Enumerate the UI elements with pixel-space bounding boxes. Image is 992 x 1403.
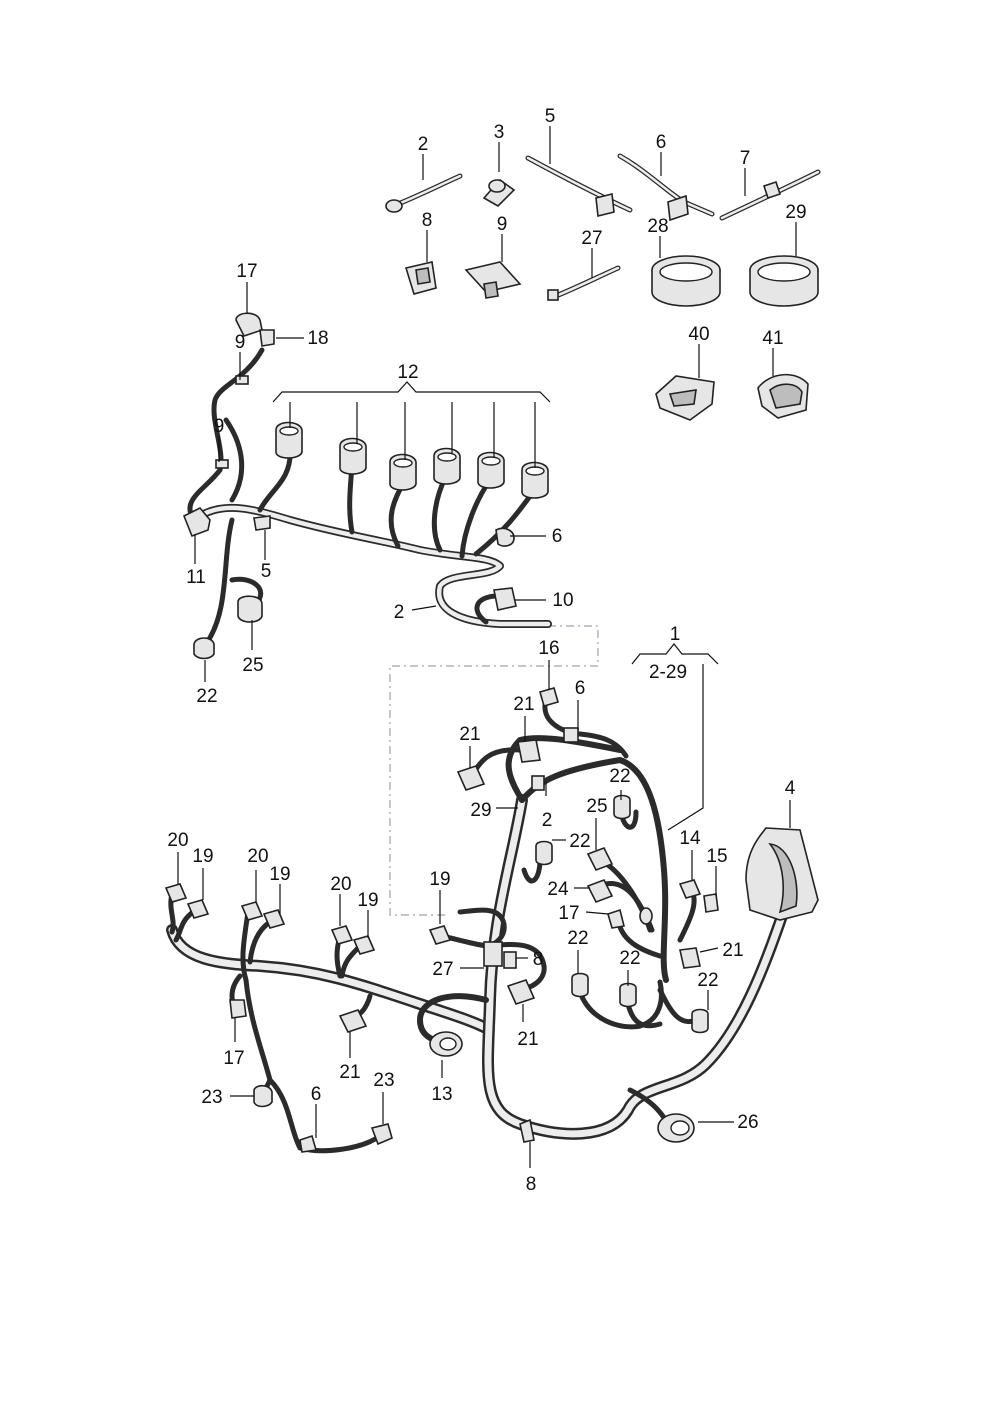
callout-2-lower: 2 (542, 810, 553, 831)
callout-7: 7 (740, 148, 751, 169)
callout-27-lower: 27 (432, 959, 453, 980)
part-7-cable-tie (719, 169, 821, 221)
lower-harness (166, 697, 792, 1154)
callout-15: 15 (706, 846, 727, 867)
callout-8-top: 8 (422, 210, 433, 231)
callout-19-a: 19 (192, 846, 213, 867)
callout-22-b: 22 (569, 831, 590, 852)
part-2-cable-tie (385, 173, 463, 213)
callout-8-lower: 8 (526, 1174, 537, 1195)
callout-6-top: 6 (656, 132, 667, 153)
part-29-tape-roll (749, 255, 819, 307)
part-3-clip (482, 178, 516, 207)
callout-13: 13 (431, 1084, 452, 1105)
bracket-1 (631, 643, 719, 665)
callout-5-upper: 5 (261, 561, 272, 582)
callout-21-b: 21 (459, 724, 480, 745)
callout-29-lower: 29 (470, 800, 491, 821)
callout-23-a: 23 (201, 1087, 222, 1108)
callout-24: 24 (547, 879, 569, 900)
callout-2-top: 2 (418, 134, 429, 155)
callout-16: 16 (538, 638, 559, 659)
callout-9-top: 9 (497, 214, 508, 235)
callout-25-lower: 25 (586, 796, 607, 817)
part-9-pad (464, 261, 522, 299)
callout-17-lower-right: 17 (558, 903, 579, 924)
part-27-cable-tie (547, 265, 621, 301)
upper-harness-connectors (182, 312, 549, 660)
callout-21-c: 21 (722, 940, 743, 961)
callout-28: 28 (647, 216, 668, 237)
lower-harness-connectors (164, 687, 819, 1153)
callout-labels: 2 3 5 6 7 8 9 27 28 29 40 41 17 18 9 9 1… (167, 106, 806, 1195)
callout-40: 40 (688, 324, 709, 345)
callout-10: 10 (552, 590, 573, 611)
callout-9-upper-a: 9 (235, 332, 246, 353)
callout-6-upper: 6 (552, 526, 563, 547)
callout-12: 12 (397, 362, 418, 383)
callout-20-c: 20 (330, 874, 351, 895)
callout-21-d: 21 (517, 1029, 538, 1050)
part-5-cable-tie (525, 155, 633, 217)
callout-29-top: 29 (785, 202, 806, 223)
callout-19-b: 19 (269, 864, 290, 885)
callout-18: 18 (307, 328, 328, 349)
leader-lines (177, 126, 797, 1168)
callout-22-c: 22 (567, 928, 588, 949)
callout-22-a: 22 (609, 766, 630, 787)
callout-20-a: 20 (167, 830, 188, 851)
callout-27-top: 27 (581, 228, 602, 249)
callout-41: 41 (762, 328, 783, 349)
callout-1-range: 2-29 (649, 662, 687, 683)
callout-17-lower-left: 17 (223, 1048, 244, 1069)
callout-21-e: 21 (339, 1062, 360, 1083)
callout-22-upper: 22 (196, 686, 217, 707)
part-40-holder (655, 375, 715, 421)
callout-11: 11 (186, 567, 206, 588)
bracket-12 (272, 381, 551, 403)
callout-22-d: 22 (619, 948, 640, 969)
callout-8-center: 8 (533, 949, 544, 970)
callout-2-upper: 2 (394, 602, 405, 623)
callout-9-upper-b: 9 (214, 416, 225, 437)
callout-21-a: 21 (513, 694, 534, 715)
callout-14: 14 (679, 828, 701, 849)
callout-19-c: 19 (357, 890, 378, 911)
callout-3: 3 (494, 122, 505, 143)
callout-19-center: 19 (429, 869, 450, 890)
callout-6-lower-top: 6 (575, 678, 586, 699)
callout-1: 1 (670, 624, 681, 645)
part-28-tape-roll (651, 255, 721, 307)
callout-5-top: 5 (545, 106, 556, 127)
reference-dash-line (389, 625, 599, 916)
callout-23-b: 23 (373, 1070, 394, 1091)
callout-17-upper: 17 (236, 261, 257, 282)
callout-22-e: 22 (697, 970, 718, 991)
part-41-holder (757, 373, 809, 419)
callout-6-lower-bottom: 6 (311, 1084, 322, 1105)
part-8-bracket (404, 261, 437, 295)
callout-4: 4 (785, 778, 796, 799)
callout-20-b: 20 (247, 846, 268, 867)
callout-25-upper: 25 (242, 655, 263, 676)
callout-26: 26 (737, 1112, 758, 1133)
part-6-cable-tie (617, 153, 715, 222)
